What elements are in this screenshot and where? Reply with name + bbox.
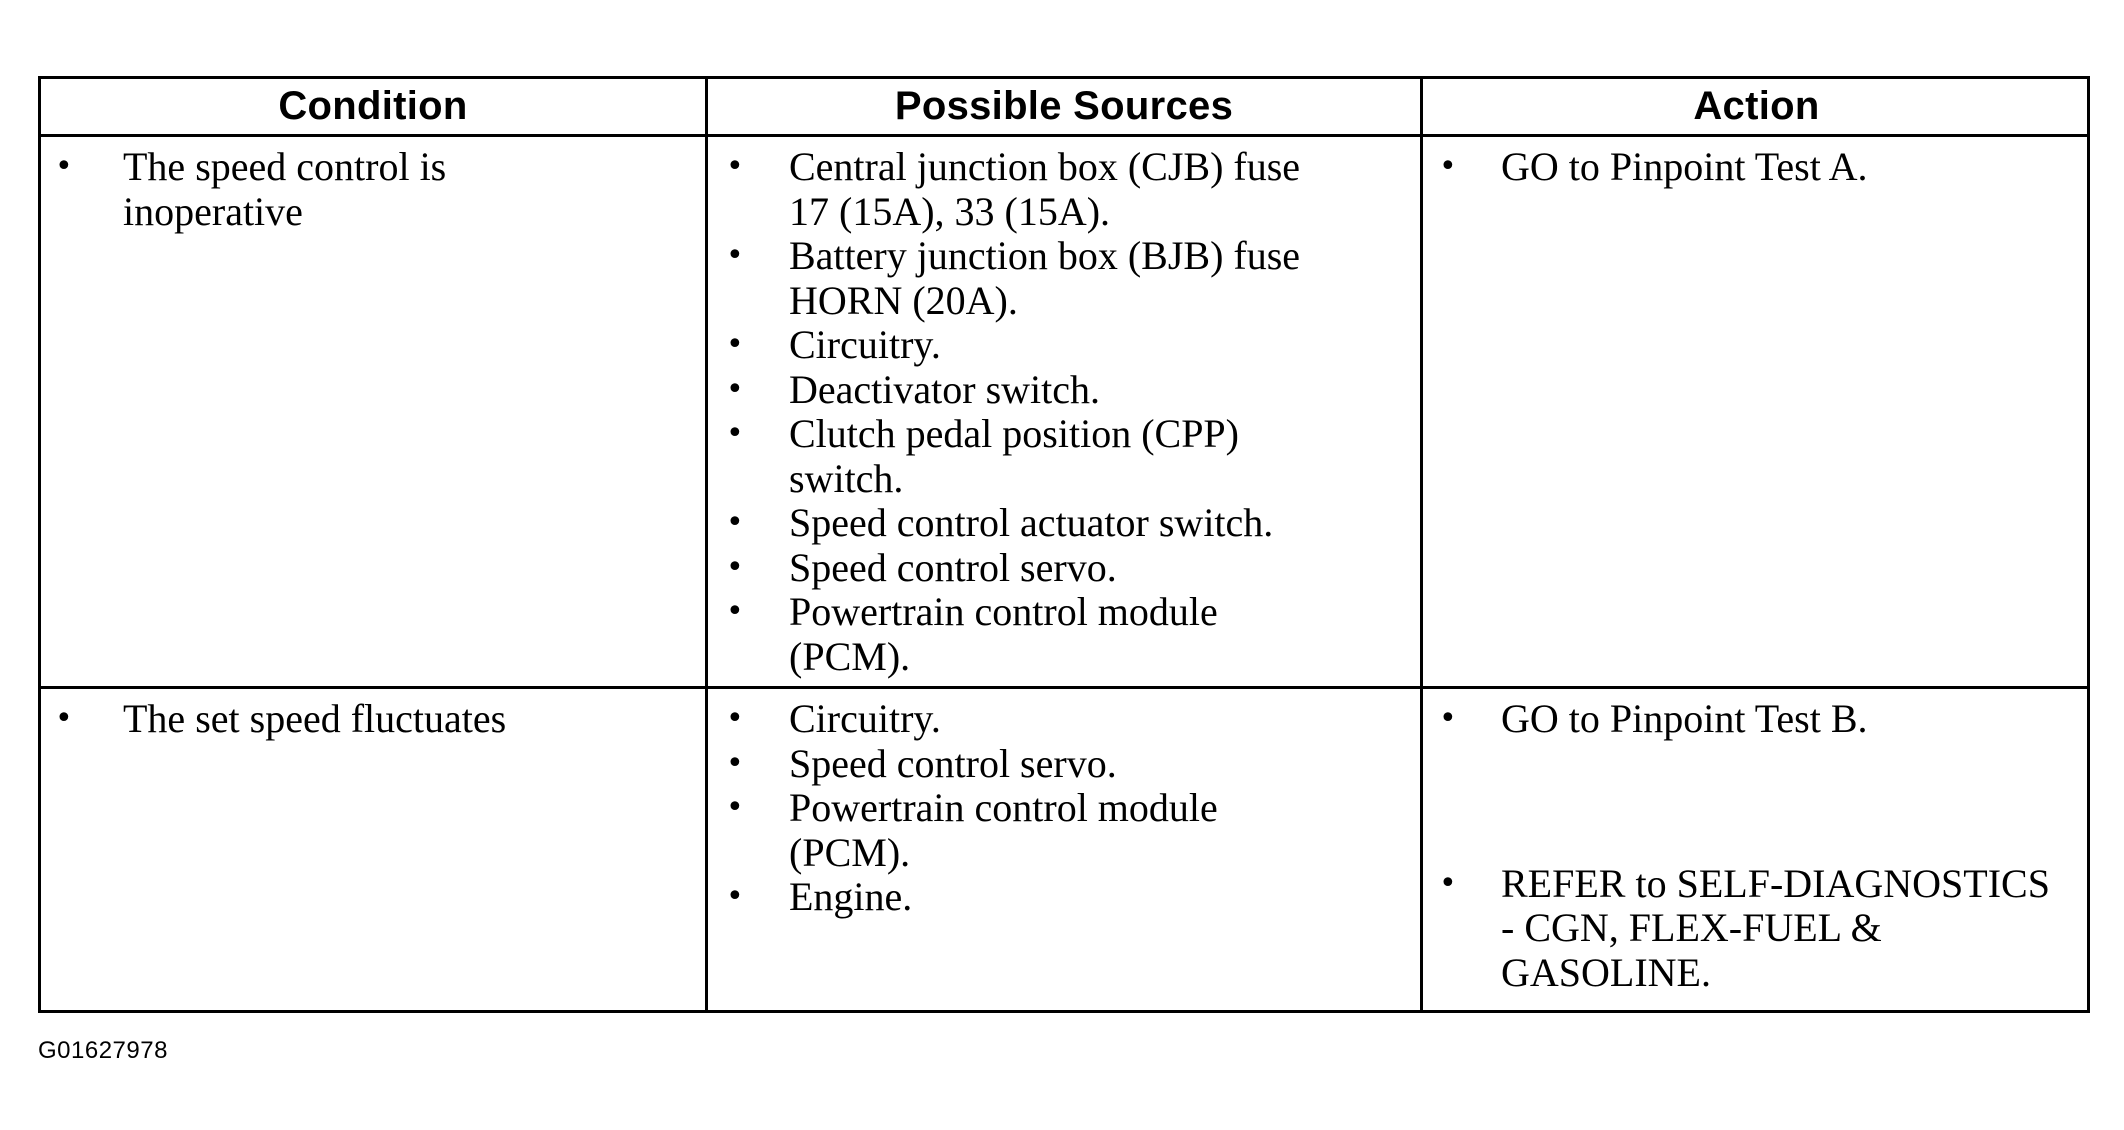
list-item: • Speed control actuator switch.: [726, 500, 1274, 545]
bullet-icon: •: [1439, 865, 1457, 901]
bullet-icon: •: [726, 594, 744, 629]
list-item: • GO to Pinpoint Test B.: [1439, 696, 1868, 741]
list-item: • Clutch pedal position (CPP) switch.: [726, 411, 1239, 501]
sources-cell: • Circuitry. • Speed control servo. • Po…: [708, 689, 1420, 1010]
column-divider: [705, 79, 708, 134]
action-cell: • GO to Pinpoint Test A.: [1423, 137, 2090, 686]
list-item: • The speed control is inoperative: [55, 144, 447, 234]
list-item: • Engine.: [726, 874, 913, 919]
figure-id: G01627978: [38, 1037, 168, 1064]
diagnosis-table: Condition Possible Sources Action • The …: [38, 76, 2090, 1013]
action-cell: • GO to Pinpoint Test B. • REFER to SELF…: [1423, 689, 2090, 1010]
list-item: • Powertrain control module (PCM).: [726, 785, 1218, 875]
bullet-icon: •: [726, 790, 744, 825]
header-action: Action: [1693, 84, 1820, 128]
header-condition: Condition: [278, 84, 468, 128]
list-item: • Circuitry.: [726, 322, 941, 367]
condition-cell: • The set speed fluctuates: [41, 689, 705, 1010]
bullet-icon: •: [726, 879, 744, 914]
bullet-icon: •: [726, 549, 744, 585]
bullet-icon: •: [726, 416, 744, 451]
condition-list: • The set speed fluctuates: [55, 696, 685, 742]
list-item: • The set speed fluctuates: [55, 696, 507, 741]
bullet-icon: •: [726, 371, 744, 407]
condition-list: • The speed control is inoperative: [55, 144, 685, 234]
column-divider: [1420, 79, 1423, 134]
list-item: • REFER to SELF-DIAGNOSTICS - CGN, FLEX-…: [1439, 860, 2050, 995]
list-item: • Powertrain control module (PCM).: [726, 589, 1218, 679]
column-divider: [705, 137, 708, 686]
condition-cell: • The speed control is inoperative: [41, 137, 705, 686]
list-item: • Central junction box (CJB) fuse 17 (15…: [726, 144, 1301, 234]
bullet-icon: •: [1439, 701, 1457, 736]
list-item: • GO to Pinpoint Test A.: [1439, 144, 1868, 189]
table-row: • The speed control is inoperative • Cen…: [41, 137, 2087, 689]
bullet-icon: •: [1439, 149, 1457, 184]
table-row: • The set speed fluctuates • Circuitry. …: [41, 689, 2087, 1010]
table-header-row: Condition Possible Sources Action: [41, 79, 2087, 137]
bullet-icon: •: [726, 505, 744, 540]
list-item: • Circuitry.: [726, 696, 941, 741]
column-divider: [1420, 689, 1423, 1010]
sources-list: • Circuitry. • Speed control servo. • Po…: [726, 696, 1400, 920]
bullet-icon: •: [726, 327, 744, 362]
header-possible-sources: Possible Sources: [894, 84, 1234, 128]
list-item: • Deactivator switch.: [726, 366, 1100, 412]
action-list: • GO to Pinpoint Test B. • REFER to SELF…: [1439, 696, 2070, 995]
bullet-icon: •: [55, 701, 73, 736]
sources-list: • Central junction box (CJB) fuse 17 (15…: [726, 144, 1400, 679]
bullet-icon: •: [726, 701, 744, 736]
bullet-icon: •: [726, 149, 744, 184]
bullet-icon: •: [726, 745, 744, 781]
list-item: • Speed control servo.: [726, 740, 1117, 786]
action-list: • GO to Pinpoint Test A.: [1439, 144, 2070, 190]
list-item: • Battery junction box (BJB) fuse HORN (…: [726, 233, 1301, 323]
column-divider: [1420, 137, 1423, 686]
bullet-icon: •: [726, 238, 744, 273]
column-divider: [705, 689, 708, 1010]
bullet-icon: •: [55, 149, 73, 184]
list-item: • Speed control servo.: [726, 544, 1117, 590]
sources-cell: • Central junction box (CJB) fuse 17 (15…: [708, 137, 1420, 686]
